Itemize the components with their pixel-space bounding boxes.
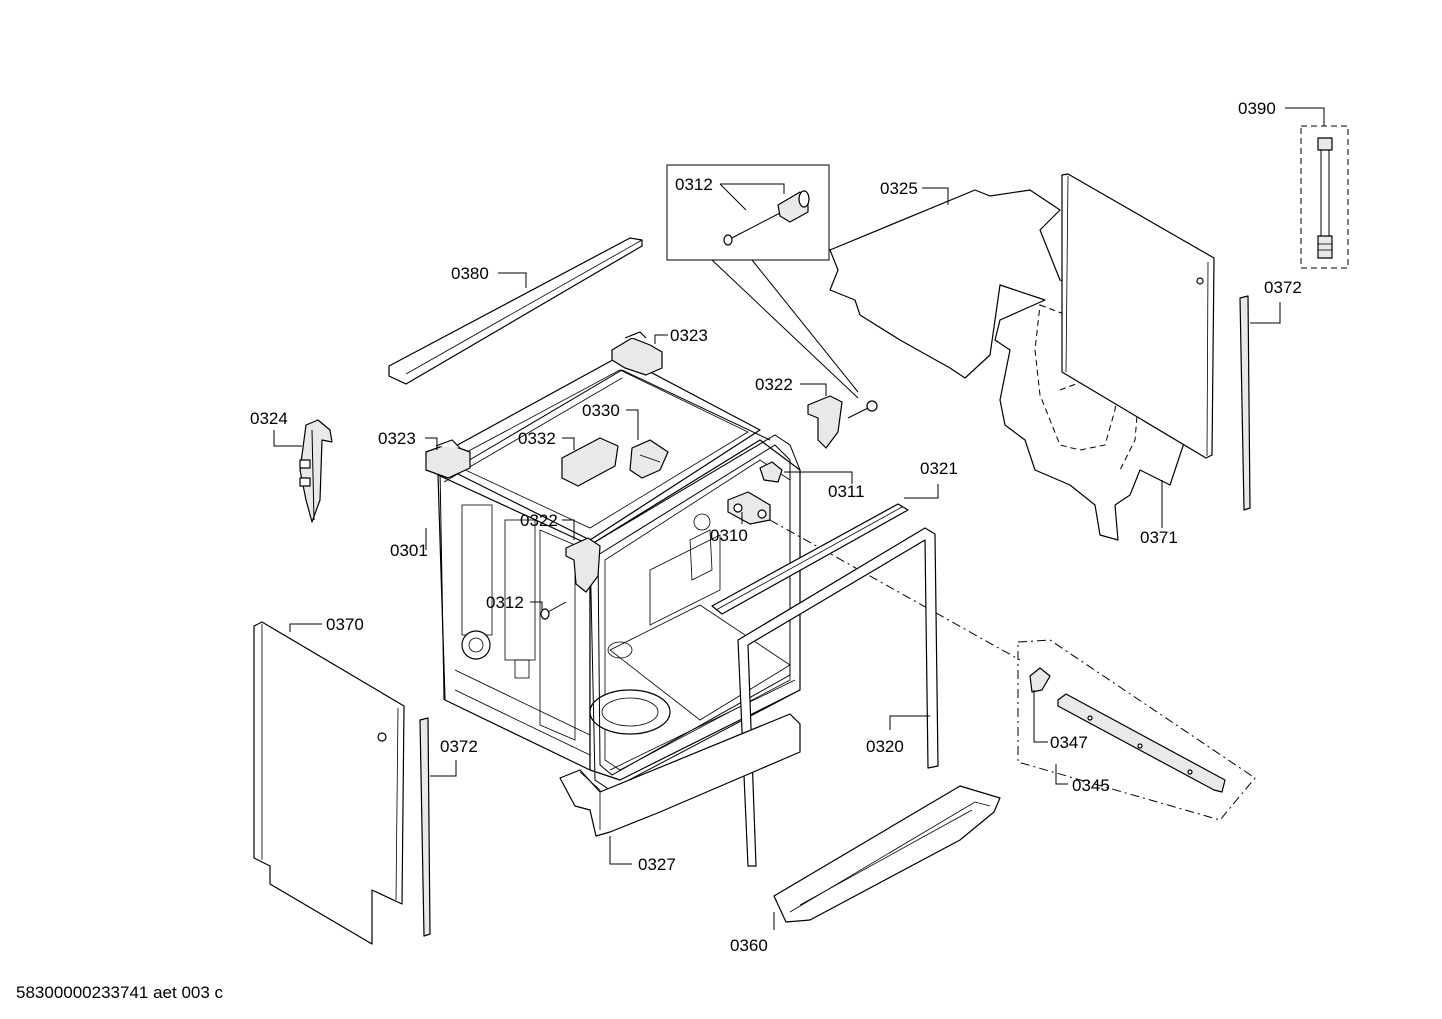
part-0370-side-panel bbox=[253, 621, 405, 945]
svg-text:0312: 0312 bbox=[675, 175, 713, 194]
label-0347: 0347 bbox=[1033, 690, 1088, 752]
part-0380-top-plate bbox=[388, 237, 643, 385]
svg-text:0322: 0322 bbox=[755, 375, 793, 394]
part-0311-hinge-block bbox=[759, 461, 783, 483]
part-0330-latch bbox=[629, 439, 669, 479]
label-0372-left: 0372 bbox=[430, 737, 478, 777]
label-0321: 0321 bbox=[904, 459, 958, 499]
svg-text:0347: 0347 bbox=[1050, 733, 1088, 752]
svg-text:0310: 0310 bbox=[710, 526, 748, 545]
svg-text:0312: 0312 bbox=[486, 593, 524, 612]
svg-text:0327: 0327 bbox=[638, 855, 676, 874]
part-0323-bracket-left bbox=[425, 439, 471, 479]
label-0312-left: 0312 bbox=[486, 593, 543, 612]
label-0323-top: 0323 bbox=[654, 326, 708, 345]
drawing-reference-number: 58300000233741 aet 003 c bbox=[16, 983, 224, 1002]
svg-text:0323: 0323 bbox=[670, 326, 708, 345]
label-0320: 0320 bbox=[866, 715, 930, 756]
part-0327-base-strip bbox=[559, 713, 801, 837]
label-0390: 0390 bbox=[1238, 99, 1325, 126]
svg-text:0320: 0320 bbox=[866, 737, 904, 756]
svg-text:0332: 0332 bbox=[518, 429, 556, 448]
part-0322-hinge-right bbox=[807, 395, 878, 449]
label-0311: 0311 bbox=[784, 471, 865, 501]
label-0327: 0327 bbox=[609, 836, 676, 874]
part-0347-clip bbox=[1029, 667, 1051, 693]
label-0322-left: 0322 bbox=[520, 511, 575, 540]
svg-text:0311: 0311 bbox=[828, 482, 865, 501]
svg-text:0324: 0324 bbox=[250, 409, 288, 428]
label-0330: 0330 bbox=[582, 401, 639, 440]
svg-text:0370: 0370 bbox=[326, 615, 364, 634]
svg-text:0323: 0323 bbox=[378, 429, 416, 448]
label-0380: 0380 bbox=[451, 264, 527, 288]
part-0390-hose bbox=[1300, 125, 1349, 269]
part-0371-side-panel bbox=[1061, 173, 1215, 459]
label-0345: 0345 bbox=[1055, 764, 1110, 795]
svg-text:0322: 0322 bbox=[520, 511, 558, 530]
part-0324-hinge-arm bbox=[299, 419, 333, 523]
label-0370: 0370 bbox=[289, 615, 364, 634]
inset-0312-screw-box bbox=[666, 164, 859, 399]
part-0360-kick-plate bbox=[773, 785, 1001, 923]
svg-text:0360: 0360 bbox=[730, 936, 768, 955]
part-0312-screw-left bbox=[540, 601, 567, 620]
svg-text:0325: 0325 bbox=[880, 179, 918, 198]
label-0360: 0360 bbox=[730, 912, 775, 955]
part-0323-bracket-top bbox=[611, 331, 663, 376]
label-0324: 0324 bbox=[250, 409, 302, 447]
part-0332-latch bbox=[561, 437, 619, 487]
svg-text:0301: 0301 bbox=[390, 541, 428, 560]
label-0310: 0310 bbox=[710, 512, 748, 545]
svg-text:0321: 0321 bbox=[920, 459, 958, 478]
label-0312-top: 0312 bbox=[675, 175, 785, 211]
svg-text:0380: 0380 bbox=[451, 264, 489, 283]
label-0322-right: 0322 bbox=[755, 375, 827, 396]
svg-text:0390: 0390 bbox=[1238, 99, 1276, 118]
part-0345-rail-group bbox=[1017, 639, 1256, 821]
label-0323-left: 0323 bbox=[378, 429, 438, 450]
label-0325: 0325 bbox=[880, 179, 949, 205]
part-0372-strip-right bbox=[1239, 295, 1251, 511]
svg-text:0372: 0372 bbox=[1264, 278, 1302, 297]
svg-text:0345: 0345 bbox=[1072, 776, 1110, 795]
part-0372-strip-left bbox=[419, 717, 431, 937]
label-0301: 0301 bbox=[390, 528, 428, 560]
part-0321-seal-strip bbox=[711, 503, 909, 615]
label-0332: 0332 bbox=[518, 429, 575, 450]
label-0372-right: 0372 bbox=[1250, 278, 1302, 324]
svg-text:0372: 0372 bbox=[440, 737, 478, 756]
part-0322-hinge-left bbox=[565, 537, 601, 593]
svg-text:0371: 0371 bbox=[1140, 528, 1178, 547]
svg-text:0330: 0330 bbox=[582, 401, 620, 420]
label-0371: 0371 bbox=[1140, 480, 1178, 547]
part-0310-hinge bbox=[727, 491, 1021, 661]
